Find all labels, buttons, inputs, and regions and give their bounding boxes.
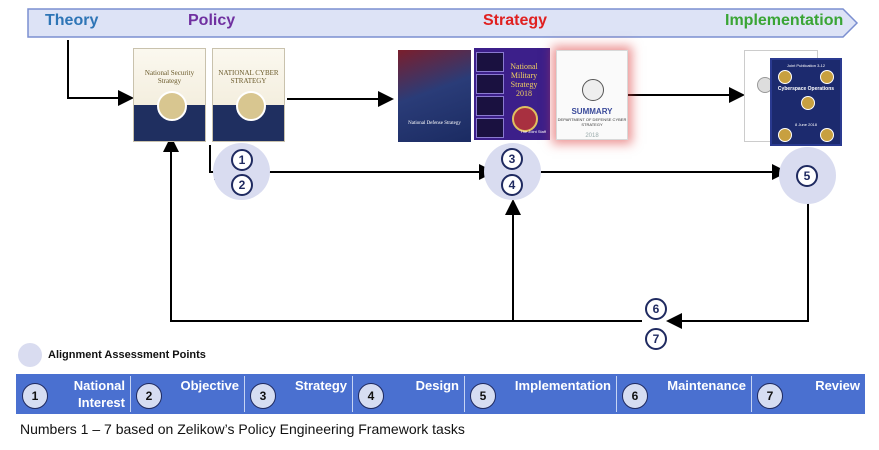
task-divider (244, 376, 245, 412)
cyberspace-operations-cover: Joint Publication 3-12 Cyberspace Operat… (770, 58, 842, 146)
task-bar: 1 National Interest 2 Objective 3 Strate… (16, 374, 865, 414)
jp-date: 8 June 2018 (794, 122, 818, 127)
emblem-icon (801, 96, 815, 110)
task-number: 3 (250, 383, 276, 409)
task-number: 7 (757, 383, 783, 409)
task-label: Maintenance (667, 378, 746, 393)
dcs-title: SUMMARY (571, 107, 613, 116)
footnote: Numbers 1 – 7 based on Zelikow’s Policy … (20, 421, 465, 437)
phase-banner-arrow (27, 8, 859, 38)
phase-policy: Policy (188, 12, 236, 29)
task-divider (464, 376, 465, 412)
emblem-icon (820, 128, 834, 142)
task-label: Implementation (514, 378, 611, 393)
dod-cyber-strategy-summary-cover: SUMMARY DEPARTMENT OF DEFENSE CYBER STRA… (556, 50, 628, 140)
task-divider (352, 376, 353, 412)
task-divider (616, 376, 617, 412)
step-1-marker: 1 (231, 149, 253, 171)
task-number: 1 (22, 383, 48, 409)
task-number: 4 (358, 383, 384, 409)
nss-title: National Security Strategy (144, 69, 195, 85)
presidential-seal-icon (156, 91, 187, 121)
nms-subtitle: The Joint Staff (520, 129, 546, 134)
task-label: Objective (180, 378, 239, 393)
national-military-strategy-cover: National Military Strategy 2018 The Join… (474, 48, 550, 140)
emblem-icon (820, 70, 834, 84)
phase-theory: Theory (45, 12, 99, 29)
nds-title: National Defense Strategy (408, 121, 461, 126)
task-label: Strategy (294, 378, 347, 393)
emblem-icon (778, 128, 792, 142)
joint-chiefs-seal-icon (512, 106, 538, 132)
task-objective: 2 Objective (130, 374, 244, 414)
task-review: 7 Review (751, 374, 865, 414)
national-cyber-strategy-cover: NATIONAL CYBER STRATEGY (212, 48, 285, 142)
task-design: 4 Design (352, 374, 464, 414)
jp-subtitle: Joint Publication 3-12 (786, 63, 826, 68)
nms-title: National Military Strategy 2018 (510, 62, 538, 98)
task-national-interest: 1 National Interest (16, 374, 130, 414)
presidential-seal-icon (235, 91, 266, 121)
national-defense-strategy-cover: National Defense Strategy (398, 50, 471, 142)
dod-seal-icon (582, 79, 604, 101)
dcs-subtitle: DEPARTMENT OF DEFENSE CYBER STRATEGY (557, 117, 627, 127)
step-3-marker: 3 (501, 148, 523, 170)
step-2-marker: 2 (231, 174, 253, 196)
task-label: Review (815, 378, 860, 393)
phase-implementation: Implementation (725, 12, 844, 29)
task-strategy: 3 Strategy (244, 374, 352, 414)
photo-strip (476, 118, 504, 138)
step-7-marker: 7 (645, 328, 667, 350)
task-label: Design (415, 378, 459, 393)
task-number: 5 (470, 383, 496, 409)
task-number: 2 (136, 383, 162, 409)
jp-title: Cyberspace Operations (777, 86, 835, 92)
emblem-icon (778, 70, 792, 84)
step-4-marker: 4 (501, 174, 523, 196)
task-implementation: 5 Implementation (464, 374, 616, 414)
phase-strategy: Strategy (483, 12, 548, 29)
legend-swatch (18, 343, 42, 367)
step-5-marker: 5 (796, 165, 818, 187)
dcs-year: 2018 (585, 133, 599, 139)
task-divider (130, 376, 131, 412)
photo-strip (476, 52, 504, 72)
national-security-strategy-cover: National Security Strategy (133, 48, 206, 142)
task-label: National Interest (73, 378, 125, 410)
task-divider (751, 376, 752, 412)
ncs-title: NATIONAL CYBER STRATEGY (218, 69, 279, 85)
task-maintenance: 6 Maintenance (616, 374, 751, 414)
task-number: 6 (622, 383, 648, 409)
photo-strip (476, 74, 504, 94)
photo-strip (476, 96, 504, 116)
legend-label: Alignment Assessment Points (48, 349, 206, 361)
step-6-marker: 6 (645, 298, 667, 320)
